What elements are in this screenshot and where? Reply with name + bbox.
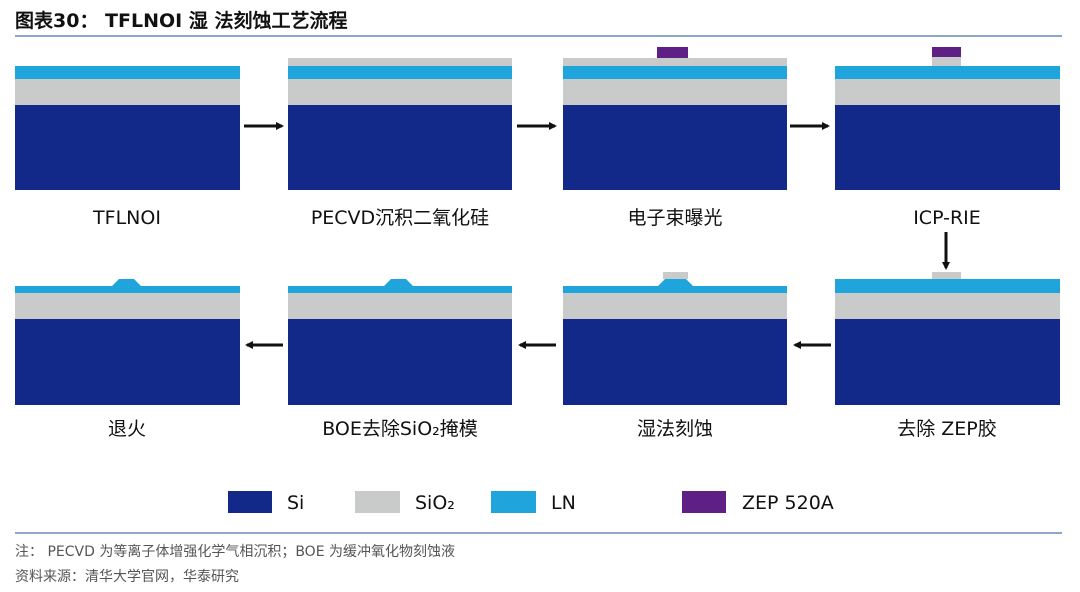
legend-label: SiO₂ bbox=[415, 492, 455, 514]
step-5-remove-zep: 去除 ZEP胶 bbox=[835, 272, 1060, 440]
legend: Si SiO₂ LN ZEP 520A bbox=[228, 491, 834, 514]
step-1-tflnoi: TFLNOI bbox=[15, 66, 240, 229]
step-label: 去除 ZEP胶 bbox=[897, 418, 997, 440]
footnote: 注： PECVD 为等离子体增强化学气相沉积；BOE 为缓冲氧化物刻蚀液 bbox=[15, 543, 455, 560]
step-label: 退火 bbox=[108, 418, 146, 440]
legend-swatch-sio2 bbox=[355, 491, 400, 513]
source-note: 资料来源：清华大学官网，华泰研究 bbox=[15, 569, 239, 585]
step-4-icp-rie: ICP-RIE bbox=[835, 47, 1060, 229]
step-7-boe: BOE去除SiO₂掩模 bbox=[288, 279, 512, 440]
legend-swatch-ln bbox=[491, 491, 536, 513]
legend-swatch-si bbox=[228, 491, 272, 513]
step-label: TFLNOI bbox=[92, 207, 161, 229]
step-label: PECVD沉积二氧化硅 bbox=[311, 207, 489, 229]
step-label: BOE去除SiO₂掩模 bbox=[322, 418, 478, 440]
step-3-ebl: 电子束曝光 bbox=[563, 47, 787, 229]
figure-title: 图表30： TFLNOI 湿 法刻蚀工艺流程 bbox=[15, 9, 347, 32]
step-label: 湿法刻蚀 bbox=[637, 418, 713, 440]
step-label: 电子束曝光 bbox=[627, 207, 722, 229]
step-8-anneal: 退火 bbox=[15, 279, 240, 440]
legend-label: Si bbox=[287, 492, 304, 514]
step-2-pecvd: PECVD沉积二氧化硅 bbox=[288, 58, 512, 229]
legend-label: LN bbox=[551, 492, 576, 514]
legend-swatch-zep bbox=[682, 491, 726, 513]
step-label: ICP-RIE bbox=[913, 207, 981, 229]
legend-label: ZEP 520A bbox=[742, 492, 834, 514]
step-6-wet-etch: 湿法刻蚀 bbox=[563, 272, 787, 440]
